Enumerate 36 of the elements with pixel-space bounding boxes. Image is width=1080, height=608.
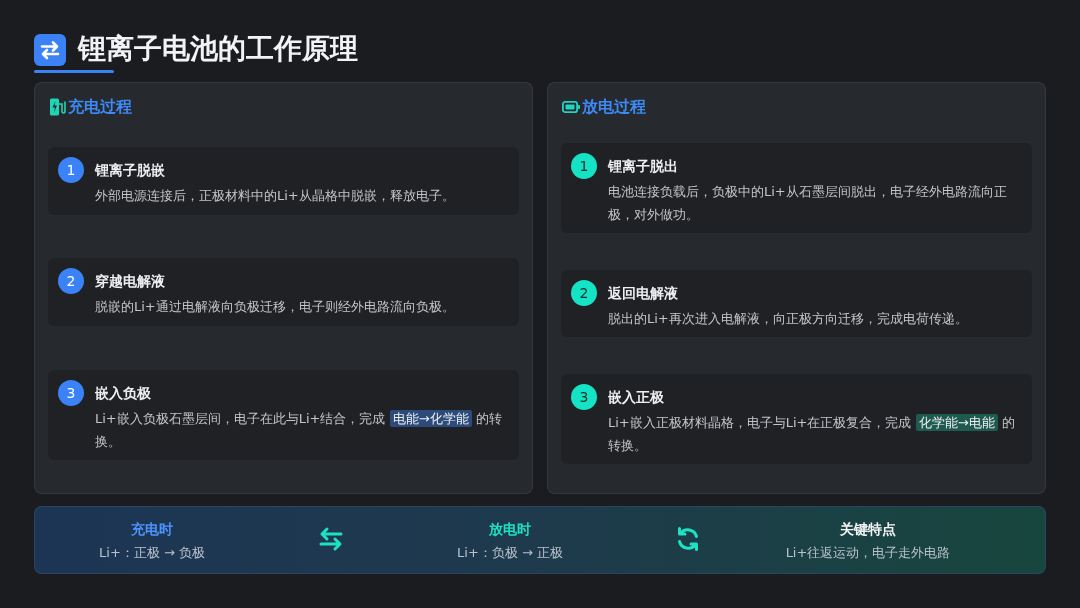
step-title: 嵌入正极: [608, 388, 664, 406]
summary-text: Li+往返运动，电子走外电路: [785, 544, 951, 562]
step-number-badge: 3: [571, 384, 597, 410]
step-description: 外部电源连接后，正极材料中的Li+从晶格中脱嵌，释放电子。: [95, 187, 456, 205]
step-number-badge: 1: [58, 157, 84, 183]
step-description: Li+嵌入负极石墨层间，电子在此与Li+结合，完成 电能→化学能 的转换。: [95, 409, 503, 451]
step-card: [561, 374, 1032, 464]
step-title: 嵌入负极: [95, 384, 151, 402]
panel-heading: 充电过程: [68, 97, 132, 117]
summary-text: Li+：正极 → 负极: [99, 544, 205, 562]
step-description: 脱嵌的Li+通过电解液向负极迁移，电子则经外电路流向负极。: [95, 298, 456, 316]
summary-title: 放电时: [489, 520, 531, 538]
step-description: 电池连接负载后，负极中的Li+从石墨层间脱出，电子经外电路流向正极，对外做功。: [608, 183, 1008, 224]
summary-text: Li+：负极 → 正极: [457, 544, 563, 562]
step-title: 穿越电解液: [95, 272, 165, 290]
step-title: 返回电解液: [608, 284, 678, 302]
step-title: 锂离子脱嵌: [95, 161, 165, 179]
summary-title: 关键特点: [840, 520, 896, 538]
summary-band: [34, 506, 1046, 574]
step-number-badge: 3: [58, 380, 84, 406]
step-card: [48, 147, 519, 215]
step-card: [561, 270, 1032, 337]
step-number-badge: 2: [571, 280, 597, 306]
summary-title: 充电时: [131, 520, 173, 538]
step-description: 脱出的Li+再次进入电解液，向正极方向迁移，完成电荷传递。: [608, 310, 969, 328]
page-title: 锂离子电池的工作原理: [78, 31, 358, 67]
panel-card: [34, 82, 533, 494]
step-title: 锂离子脱出: [608, 157, 678, 175]
step-description: Li+嵌入正极材料晶格，电子与Li+在正极复合，完成 化学能→电能 的转换。: [608, 413, 1016, 455]
step-card: [48, 258, 519, 326]
step-card: [48, 370, 519, 460]
step-number-badge: 2: [58, 268, 84, 294]
panel-heading: 放电过程: [582, 97, 646, 117]
step-number-badge: 1: [571, 153, 597, 179]
step-card: [561, 143, 1032, 233]
panel-card: [547, 82, 1046, 494]
